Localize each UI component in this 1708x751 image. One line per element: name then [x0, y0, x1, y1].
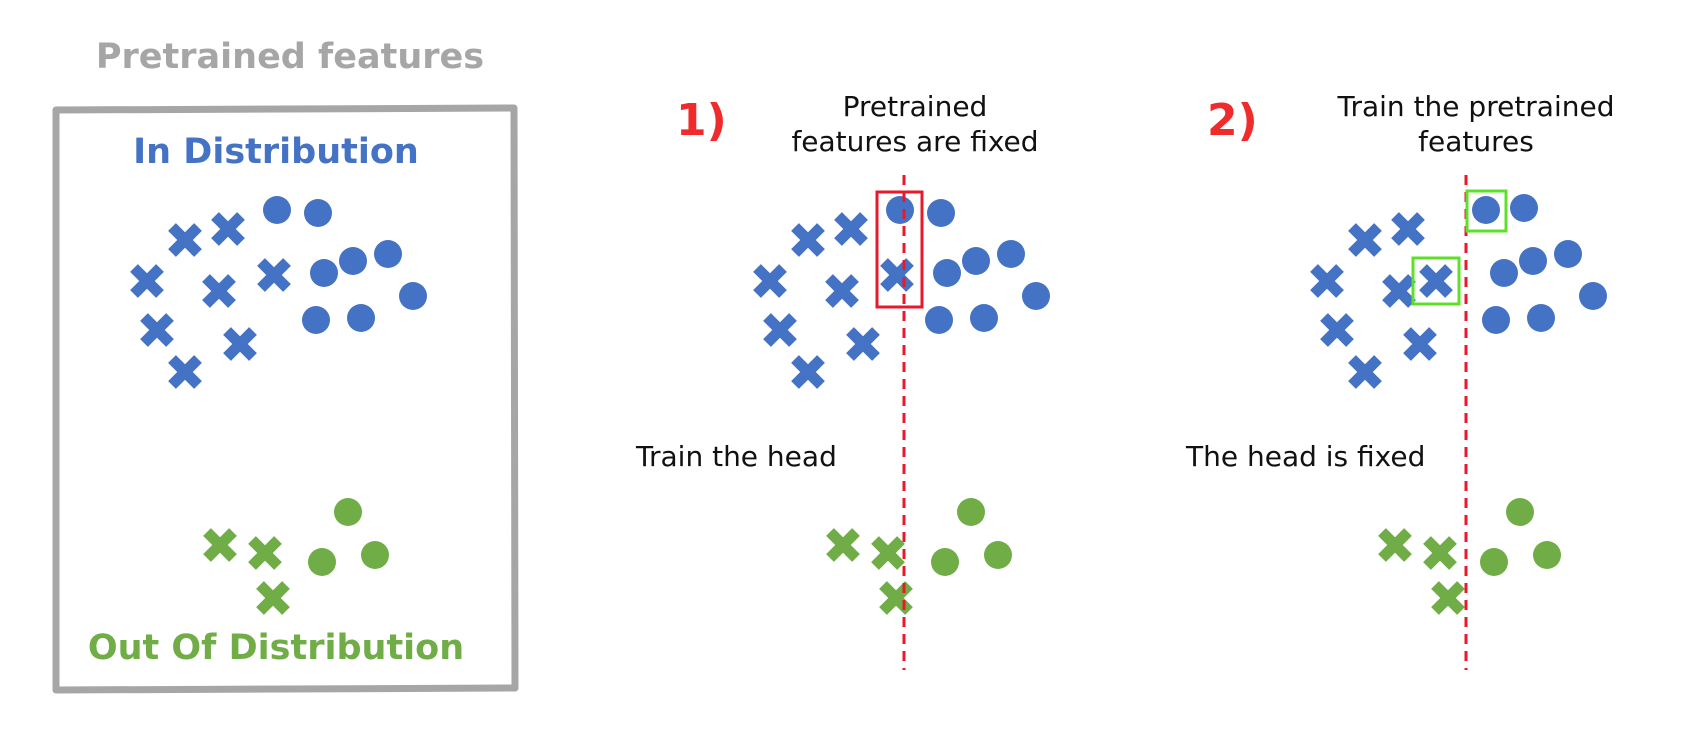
left-in-circle-icon	[302, 306, 330, 334]
panel2-ood-cross-icon	[1427, 540, 1453, 566]
panel1-in-circle-icon	[970, 304, 998, 332]
panel1-in-cross-icon	[850, 331, 876, 357]
panel2-markers	[1314, 194, 1607, 611]
panel2-ood-circle-icon	[1533, 541, 1561, 569]
left-ood-cross-icon	[252, 540, 278, 566]
panel1-in-cross-icon	[838, 216, 864, 242]
panel2-ood-circle-icon	[1480, 548, 1508, 576]
left-ood-cross-icon	[260, 585, 286, 611]
panel2-side-label: The head is fixed	[1185, 440, 1425, 473]
panel2-in-cross-icon	[1386, 278, 1412, 304]
panel2-in-circle-icon	[1490, 259, 1518, 287]
left-in-circle-icon	[310, 259, 338, 287]
left-in-circle-icon	[347, 304, 375, 332]
panel2-in-circle-icon	[1579, 282, 1607, 310]
left-ood-circle-icon	[308, 548, 336, 576]
left-in-cross-icon	[206, 278, 232, 304]
left-in-circle-icon	[304, 199, 332, 227]
panel1-markers	[757, 196, 1050, 611]
panel1-in-cross-icon	[757, 268, 783, 294]
panel1-in-circle-icon	[927, 199, 955, 227]
panel2-in-cross-icon	[1395, 216, 1421, 242]
panel1-ood-circle-icon	[984, 541, 1012, 569]
panel2-in-circle-icon	[1527, 304, 1555, 332]
panel2-in-cross-icon	[1324, 317, 1350, 343]
panel1-ood-cross-icon	[875, 540, 901, 566]
panel2-highlight-box-cross	[1411, 256, 1461, 306]
left-panel-title: Pretrained features	[96, 37, 484, 77]
panel2-in-circle-icon	[1472, 196, 1500, 224]
panel2-highlight-box-circle	[1465, 189, 1508, 233]
left-in-circle-icon	[263, 196, 291, 224]
left-in-cross-icon	[172, 359, 198, 385]
panel1-in-circle-icon	[933, 259, 961, 287]
panel1-ood-circle-icon	[931, 548, 959, 576]
left-panel-markers	[134, 196, 427, 611]
left-ood-circle-icon	[334, 498, 362, 526]
panel2-ood-circle-icon	[1506, 498, 1534, 526]
left-in-cross-icon	[227, 331, 253, 357]
left-ood-cross-icon	[207, 532, 233, 558]
left-in-cross-icon	[215, 216, 241, 242]
panel2-in-circle-icon	[1519, 247, 1547, 275]
panel1-caption-line1: Pretrained	[843, 90, 988, 123]
panel2-in-circle-icon	[1482, 306, 1510, 334]
panel1-in-cross-icon	[884, 262, 910, 288]
panel2-number: 2)	[1207, 95, 1258, 146]
panel1-in-cross-icon	[767, 317, 793, 343]
panel1-in-circle-icon	[1022, 282, 1050, 310]
left-in-circle-icon	[374, 240, 402, 268]
panel1-ood-circle-icon	[957, 498, 985, 526]
panel1-in-cross-icon	[829, 278, 855, 304]
panel1-in-circle-icon	[886, 196, 914, 224]
panel1-ood-cross-icon	[830, 532, 856, 558]
panel1-in-circle-icon	[962, 247, 990, 275]
panel1-highlight-box	[875, 190, 924, 309]
panel2-in-cross-icon	[1407, 331, 1433, 357]
panel2-in-cross-icon	[1314, 268, 1340, 294]
left-ood-circle-icon	[361, 541, 389, 569]
panel2-in-cross-icon	[1352, 227, 1378, 253]
left-panel-frame	[52, 104, 519, 694]
panel1-in-circle-icon	[997, 240, 1025, 268]
left-in-circle-icon	[339, 247, 367, 275]
left-in-circle-icon	[399, 282, 427, 310]
panel1-in-cross-icon	[795, 359, 821, 385]
panel2-in-circle-icon	[1554, 240, 1582, 268]
panel1-number: 1)	[676, 95, 727, 146]
panel1-in-circle-icon	[925, 306, 953, 334]
panel2-in-cross-icon	[1423, 268, 1449, 294]
left-in-cross-icon	[261, 262, 287, 288]
panel2-caption-line2: features	[1418, 125, 1534, 158]
panel2-in-circle-icon	[1510, 194, 1538, 222]
panel2-ood-cross-icon	[1435, 585, 1461, 611]
panel1-caption-line2: features are fixed	[791, 125, 1038, 158]
left-in-cross-icon	[144, 317, 170, 343]
panel1-in-cross-icon	[795, 227, 821, 253]
left-in-cross-icon	[134, 268, 160, 294]
in-distribution-label: In Distribution	[133, 132, 419, 172]
left-in-cross-icon	[172, 227, 198, 253]
panel2-caption-line1: Train the pretrained	[1336, 90, 1614, 123]
panel2-in-cross-icon	[1352, 359, 1378, 385]
panel1-side-label: Train the head	[635, 440, 837, 473]
ood-label: Out Of Distribution	[88, 628, 464, 668]
panel2-ood-cross-icon	[1382, 532, 1408, 558]
